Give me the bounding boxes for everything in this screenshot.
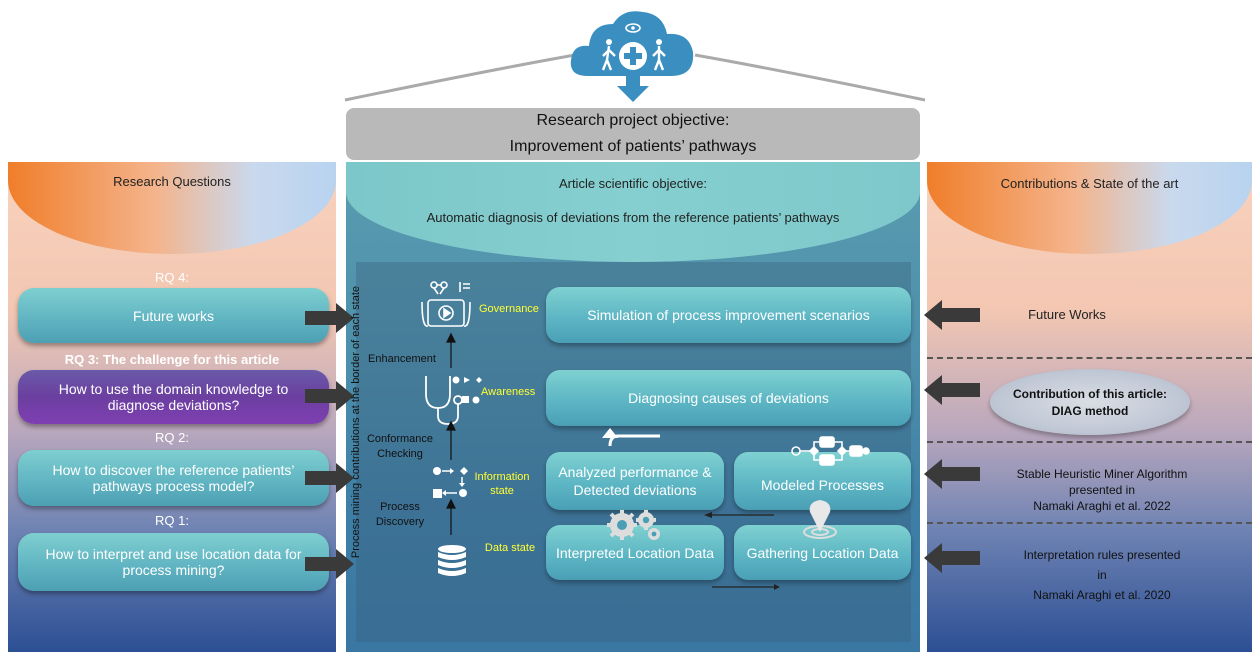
rq1-text: How to interpret and use location data f… — [45, 546, 302, 578]
objective-line-2: Improvement of patients’ pathways — [509, 138, 757, 155]
vertical-text-anchor — [349, 598, 369, 599]
rq3-text: How to use the domain knowledge to diagn… — [58, 381, 289, 413]
governance-icon — [421, 281, 471, 327]
contribution-line-1: Contribution of this article: — [1013, 387, 1167, 401]
vertical-caption: Process mining contributions at the bord… — [350, 285, 362, 559]
future-works-label: Future Works — [1028, 307, 1106, 322]
awareness-icon — [425, 376, 482, 425]
transition-enhancement: Enhancement — [368, 353, 436, 365]
database-icon — [438, 545, 466, 576]
contribution-ellipse: Contribution of this article: DIAG metho… — [990, 369, 1190, 435]
state-information: Information state — [474, 471, 530, 497]
rq4-label: RQ 4: — [155, 270, 189, 285]
state-awareness: Awareness — [481, 386, 536, 398]
rq3-box: How to use the domain knowledge to diagn… — [18, 370, 329, 424]
transition-conformance: Conformance Checking — [366, 433, 434, 460]
transition-discovery: Process Discovery — [375, 501, 425, 528]
shm-reference: Stable Heuristic Miner Algorithm present… — [967, 466, 1237, 514]
rq2-text: How to discover the reference patients’ … — [52, 462, 295, 494]
rq2-box: How to discover the reference patients’ … — [18, 450, 329, 506]
state-data: Data state — [484, 542, 536, 554]
curved-arrow-icon — [602, 428, 660, 447]
divider-3 — [927, 522, 1252, 524]
article-objective-title: Article scientific objective: — [558, 176, 708, 191]
shm-line-1: Stable Heuristic Miner Algorithm — [1016, 467, 1188, 481]
diagnosing-box: Diagnosing causes of deviations — [546, 370, 911, 426]
interp-line-1: Interpretation rules presented — [1023, 548, 1181, 562]
rq4-text: Future works — [133, 307, 214, 324]
state-governance: Governance — [479, 303, 539, 315]
gathering-text: Gathering Location Data — [746, 544, 899, 561]
interpreted-box: Interpreted Location Data — [546, 525, 724, 580]
divider-2 — [927, 441, 1252, 443]
contribution-line-2: DIAG method — [1051, 404, 1129, 418]
modeled-text: Modeled Processes — [761, 477, 884, 493]
research-questions-title: Research Questions — [113, 174, 231, 189]
divider-1 — [927, 357, 1252, 359]
connector-arrows-left — [305, 303, 354, 579]
rq1-label: RQ 1: — [155, 513, 189, 528]
vertical-flow-arrows — [446, 332, 456, 535]
connector-arrows-right — [924, 300, 980, 573]
top-decoration — [344, 53, 926, 102]
interp-reference: Interpretation rules presented in Namaki… — [967, 545, 1237, 605]
simulation-box: Simulation of process improvement scenar… — [546, 287, 911, 343]
gears-icon — [607, 510, 660, 540]
box-connector-arrows — [704, 512, 780, 590]
interpreted-text: Interpreted Location Data — [556, 544, 714, 561]
article-objective-subtitle: Automatic diagnosis of deviations from t… — [426, 210, 840, 225]
diagnosing-text: Diagnosing causes of deviations — [628, 390, 829, 406]
location-pin-icon — [803, 500, 837, 539]
shm-line-3: Namaki Araghi et al. 2022 — [1033, 499, 1171, 513]
discovery-icon — [433, 467, 468, 498]
process-model-icon — [791, 436, 870, 466]
rq3-label: RQ 3: The challenge for this article — [64, 352, 280, 367]
cloud-healthcare-icon — [570, 11, 694, 102]
rq4-box: Future works — [18, 288, 329, 343]
research-objective-box: Research project objective: Improvement … — [346, 108, 920, 160]
contributions-title: Contributions & State of the art — [1000, 176, 1179, 191]
objective-line-1: Research project objective: — [536, 112, 730, 129]
analyzed-box: Analyzed performance & Detected deviatio… — [546, 452, 724, 510]
simulation-text: Simulation of process improvement scenar… — [587, 307, 870, 323]
interp-line-3: Namaki Araghi et al. 2020 — [1033, 588, 1171, 602]
rq1-box: How to interpret and use location data f… — [18, 533, 329, 591]
analyzed-text: Analyzed performance & Detected deviatio… — [558, 464, 712, 498]
rq2-label: RQ 2: — [155, 430, 189, 445]
shm-line-2: presented in — [1068, 483, 1136, 497]
interp-line-2: in — [1097, 568, 1107, 582]
